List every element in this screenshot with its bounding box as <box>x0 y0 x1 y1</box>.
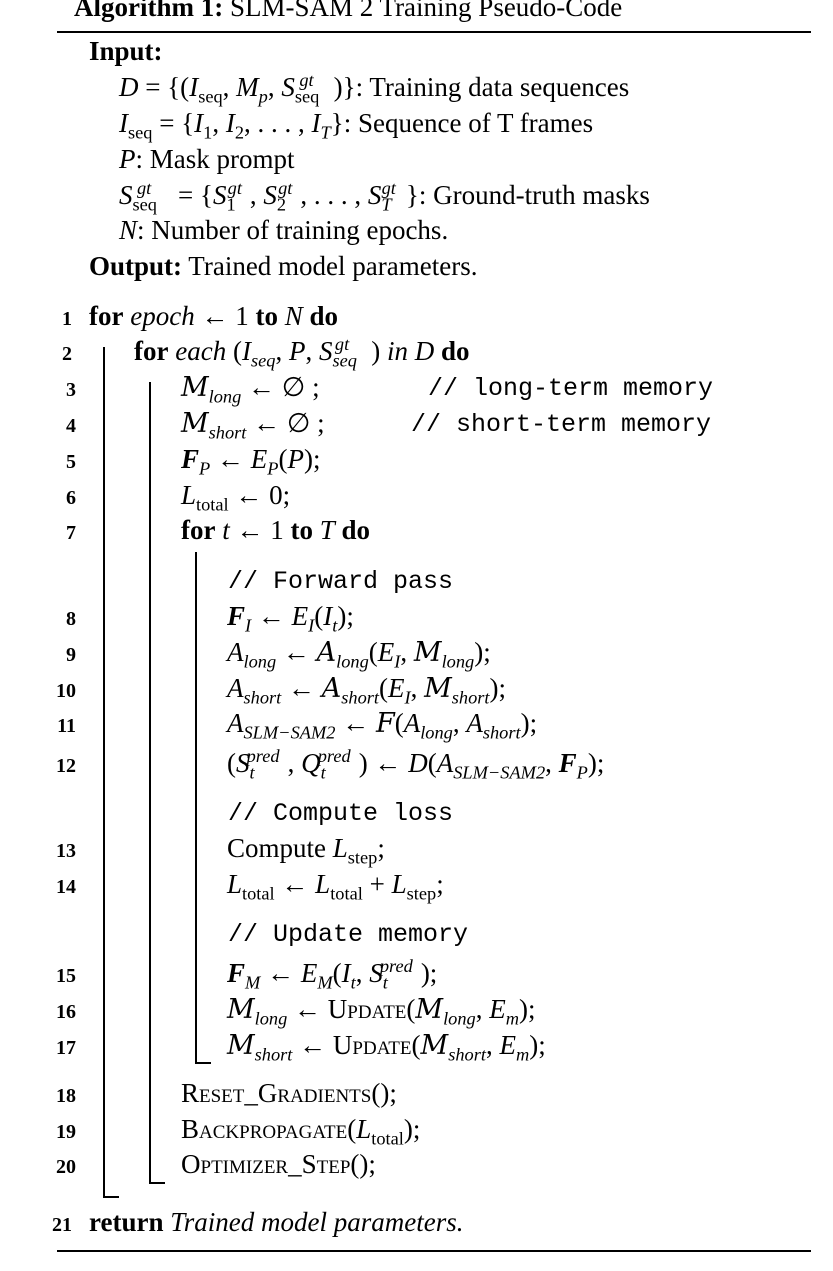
caption-label: Algorithm 1: <box>74 0 224 22</box>
line-number: 16 <box>56 1001 76 1023</box>
block-line-sequence-loop <box>149 382 151 1183</box>
line-number: 21 <box>52 1214 72 1236</box>
input-item-epochs: N: Number of training epochs. <box>119 215 449 245</box>
block-end-sequence-loop <box>149 1182 165 1184</box>
line-17: Mshort ← Update(Mshort, Em); <box>227 1030 546 1065</box>
comment-short-term: // short-term memory <box>411 410 712 439</box>
line-number: 4 <box>66 415 76 437</box>
line-number: 18 <box>56 1085 76 1107</box>
line-number: 20 <box>56 1156 76 1178</box>
block-end-frame-loop <box>195 1062 211 1064</box>
line-number: 3 <box>66 379 76 401</box>
output-line: Output: Trained model parameters. <box>89 251 478 281</box>
line-number: 1 <box>62 308 72 330</box>
line-number: 14 <box>56 876 76 898</box>
comment-compute-loss: // Compute loss <box>228 799 454 828</box>
line-12: (Stpred, Qtpred) ← D(ASLM−SAM2, FP); <box>227 746 605 783</box>
line-number: 17 <box>56 1037 76 1059</box>
line-5: FP ← EP(P); <box>181 444 321 479</box>
caption-title: SLM-SAM 2 Training Pseudo-Code <box>229 0 623 22</box>
line-number: 9 <box>66 644 76 666</box>
input-item-data: D = {(Iseq, Mp, Sseqgt)}: Training data … <box>119 70 630 107</box>
line-number: 19 <box>56 1121 76 1143</box>
line-1: for epoch ← 1 to N do <box>89 301 338 331</box>
line-number: 10 <box>56 680 76 702</box>
line-11: ASLM−SAM2 ← F(Along, Ashort); <box>227 708 538 743</box>
line-15: FM ← EM(It, Stpred); <box>227 956 438 993</box>
line-19: Backpropagate(Ltotal); <box>181 1114 421 1149</box>
comment-forward-pass: // Forward pass <box>228 567 454 596</box>
line-number: 12 <box>56 755 76 777</box>
line-8: FI ← EI(It); <box>227 601 354 636</box>
line-number: 5 <box>66 451 76 473</box>
line-14: Ltotal ← Ltotal + Lstep; <box>227 869 444 904</box>
line-20: Optimizer_Step(); <box>181 1149 376 1179</box>
comment-update-memory: // Update memory <box>228 920 469 949</box>
line-10: Ashort ← Ashort(EI, Mshort); <box>227 673 507 708</box>
line-number: 8 <box>66 608 76 630</box>
line-18: Reset_Gradients(); <box>181 1078 397 1108</box>
line-2: for each (Iseq, P, Sseqgt) in D do <box>134 334 470 371</box>
line-number: 15 <box>56 965 76 987</box>
input-item-sequence: Iseq = {I1, I2, . . . , IT}: Sequence of… <box>119 108 594 143</box>
bottom-rule <box>57 1250 811 1252</box>
line-21: return Trained model parameters. <box>89 1207 464 1237</box>
line-16: Mlong ← Update(Mlong, Em); <box>227 994 536 1029</box>
line-13: Compute Lstep; <box>227 833 385 868</box>
comment-long-term: // long-term memory <box>428 374 714 403</box>
line-number: 7 <box>66 522 76 544</box>
input-item-prompt: P: Mask prompt <box>119 144 295 174</box>
line-number: 6 <box>66 487 76 509</box>
block-line-epoch-loop <box>103 347 105 1196</box>
line-6: Ltotal ← 0; <box>181 480 291 515</box>
line-number: 11 <box>57 715 76 737</box>
line-9: Along ← Along(EI, Mlong); <box>227 637 491 672</box>
line-number: 2 <box>62 343 72 365</box>
algorithm-caption: Algorithm 1: SLM-SAM 2 Training Pseudo-C… <box>74 0 622 23</box>
block-line-frame-loop <box>195 552 197 1063</box>
input-item-gt-masks: Sseqgt = {S1gt, S2gt, . . . , STgt}: Gro… <box>119 178 650 215</box>
input-label: Input: <box>89 36 163 66</box>
line-7: for t ← 1 to T do <box>181 515 371 545</box>
block-end-epoch-loop <box>103 1196 119 1198</box>
line-4: Mshort ← ∅ ; <box>181 408 325 443</box>
top-rule <box>57 31 811 33</box>
line-3: Mlong ← ∅ ; <box>181 372 320 407</box>
line-number: 13 <box>56 840 76 862</box>
